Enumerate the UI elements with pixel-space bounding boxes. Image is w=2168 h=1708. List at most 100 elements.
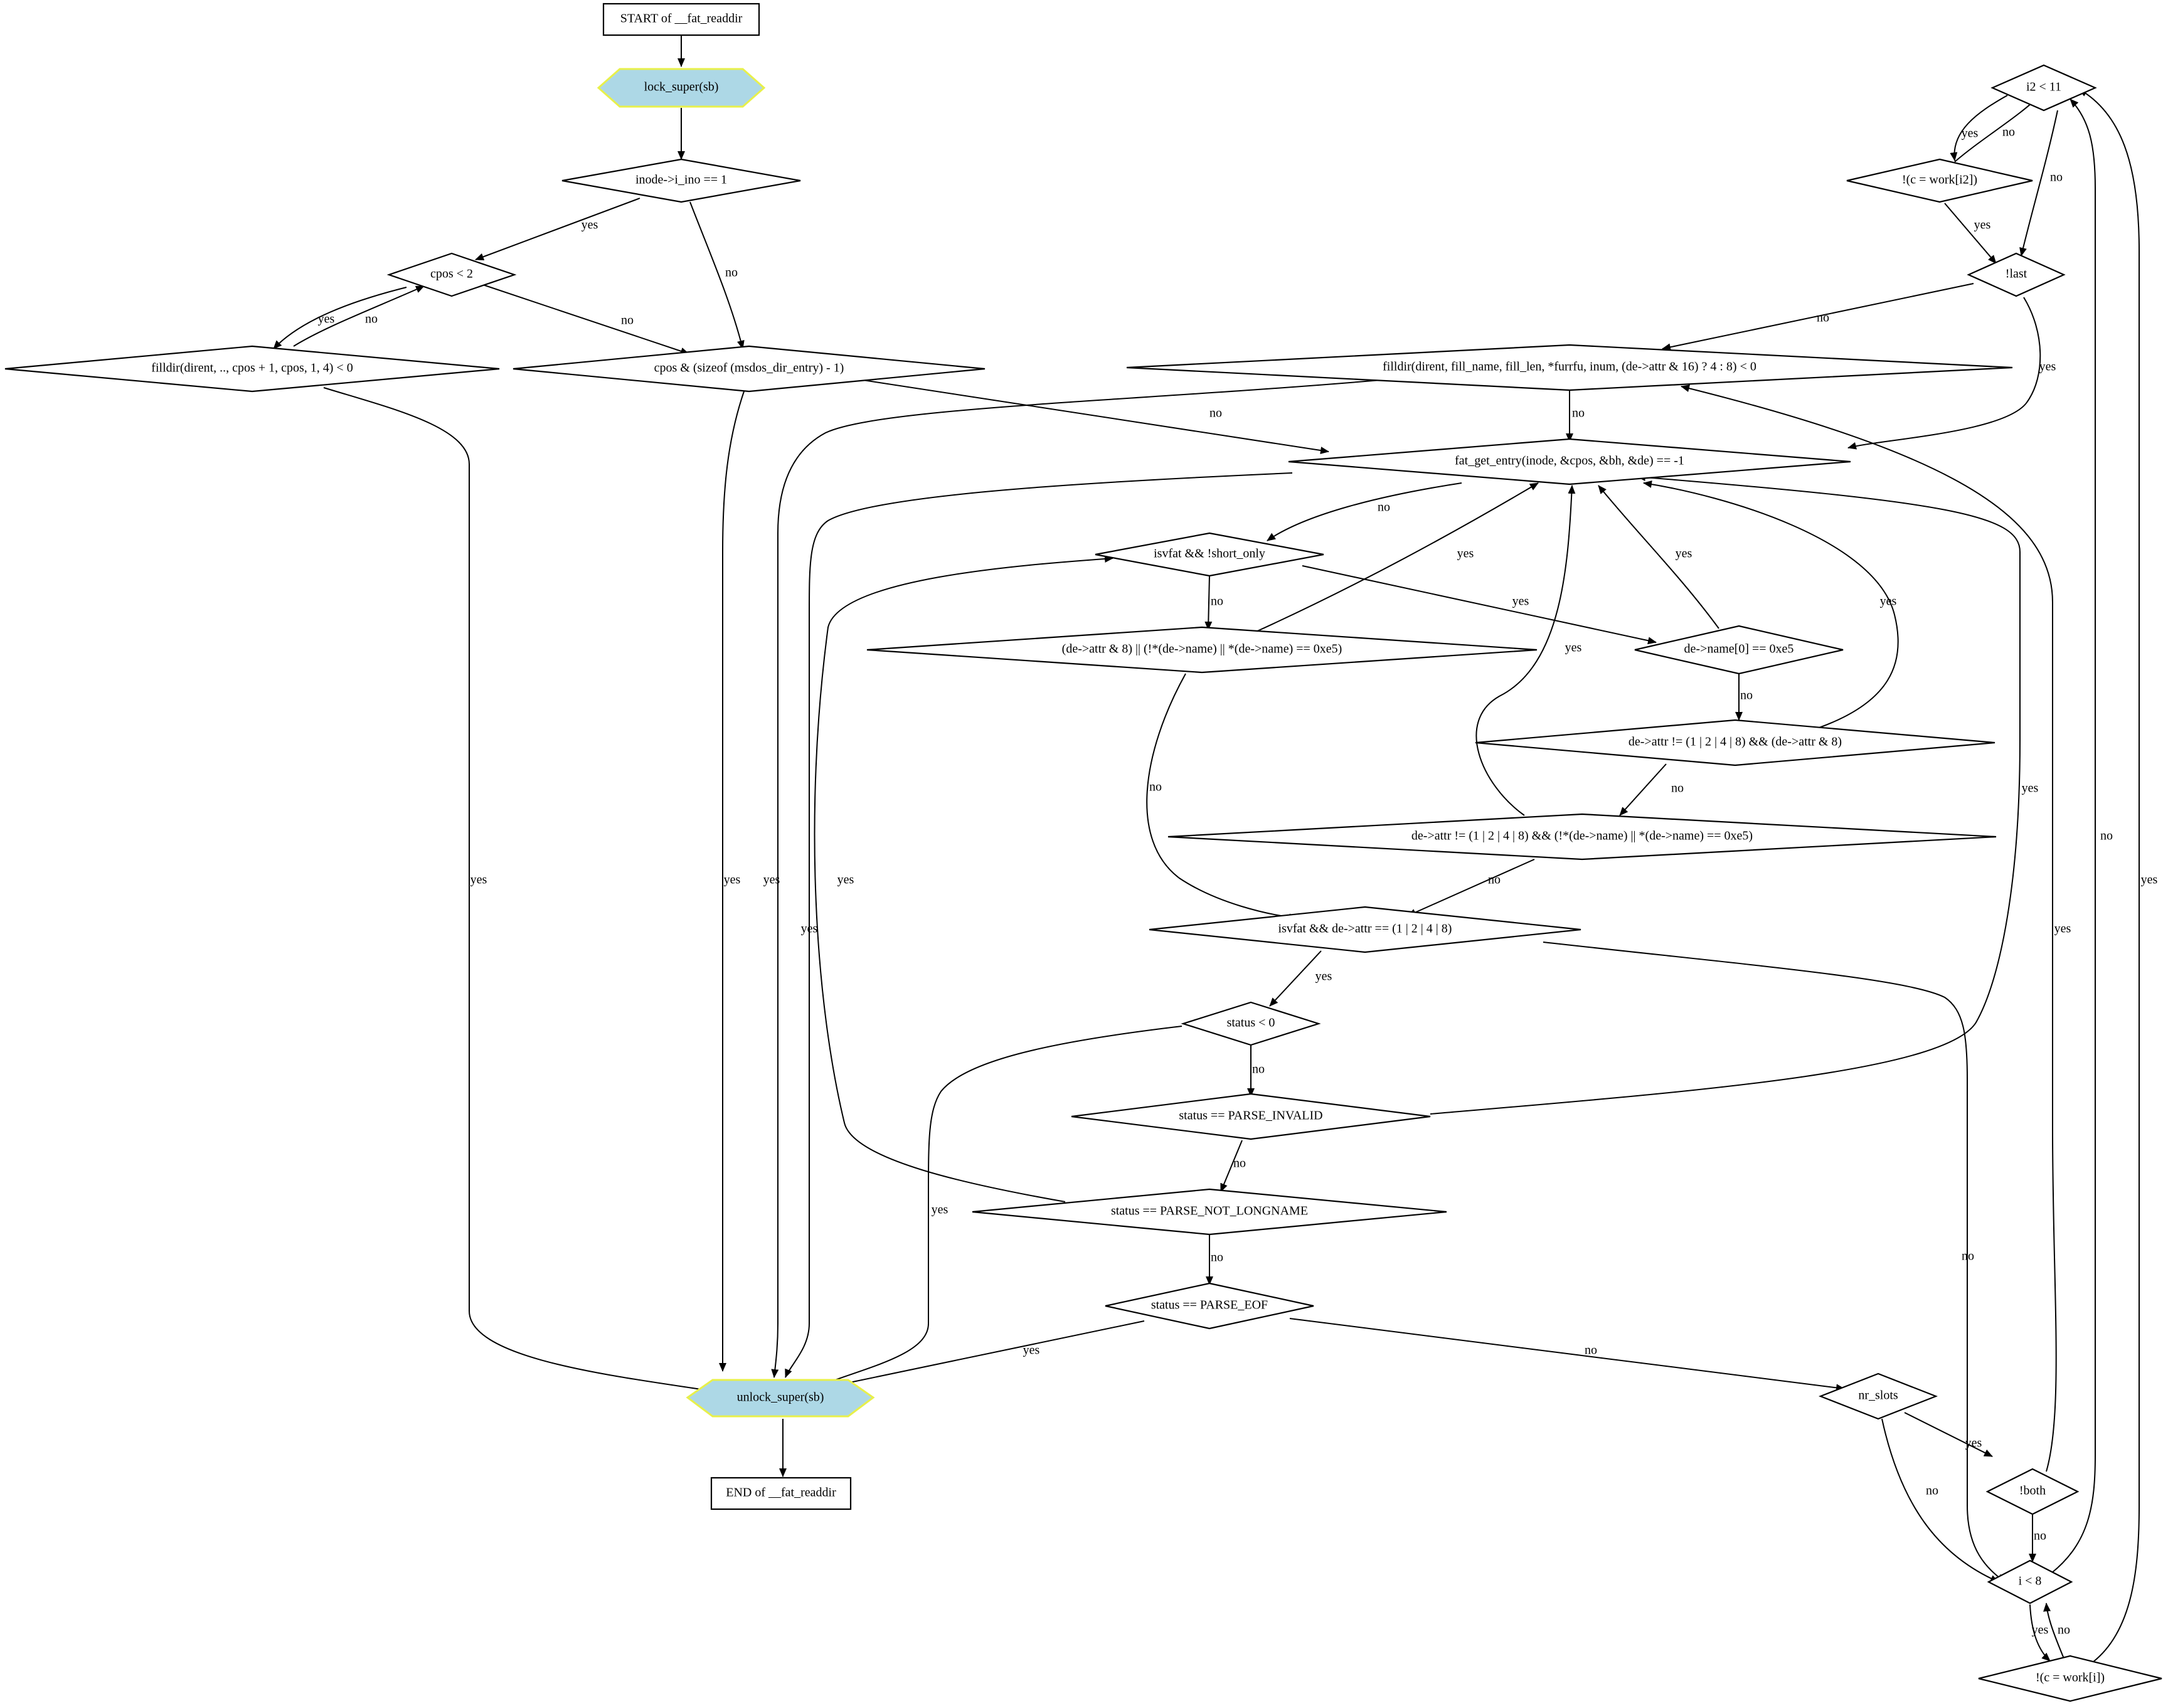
- edge-label-status0-unlock: yes: [932, 1203, 948, 1217]
- edge-ino-cpos2: [475, 198, 640, 261]
- node-isvfat-attr[interactable]: isvfat && de->attr == (1 | 2 | 4 | 8): [1149, 906, 1581, 953]
- node-parse-invalid-label: status == PARSE_INVALID: [1179, 1109, 1322, 1123]
- edge-label-isvfatattr-ilt8: no: [1962, 1249, 1974, 1263]
- node-parse-not-longname[interactable]: status == PARSE_NOT_LONGNAME: [972, 1188, 1447, 1236]
- edge-label-filldir1-cpos2: no: [365, 312, 378, 326]
- node-c-work-i2[interactable]: !(c = work[i2]): [1846, 158, 2033, 203]
- node-cpos-lt-2[interactable]: cpos < 2: [386, 252, 517, 297]
- node-filldir-fill[interactable]: filldir(dirent, fill_name, fill_len, *fu…: [1126, 344, 2013, 391]
- node-i2-lt-11[interactable]: i2 < 11: [1990, 64, 2097, 112]
- edge-isvfatattr-ilt8: [1543, 942, 2006, 1583]
- edge-cpos2-filldir1: [273, 287, 407, 349]
- node-attr-ne-1[interactable]: de->attr != (1 | 2 | 4 | 8) && (de->attr…: [1475, 719, 1995, 766]
- edge-attr8-getentry: [1254, 482, 1539, 633]
- edge-cposand-unlock: [719, 391, 745, 1372]
- node-status-lt-0[interactable]: status < 0: [1181, 1001, 1321, 1046]
- edge-label-ilt8-cworki: yes: [2032, 1623, 2049, 1637]
- node-start-label: START of __fat_readdir: [620, 12, 743, 26]
- edge-attrne1-getentry: [1643, 480, 1899, 728]
- node-parse-not-longname-label: status == PARSE_NOT_LONGNAME: [1111, 1204, 1308, 1218]
- edge-attrne2-isvfatattr: [1407, 859, 1535, 916]
- edge-label-cworki-ilt8: no: [2058, 1623, 2070, 1637]
- edge-label-attrne1-getentry: yes: [1880, 595, 1897, 608]
- edge-label-last-filldir2: no: [1817, 311, 1829, 325]
- edge-label-attrne1-attrne2: no: [1671, 782, 1684, 795]
- edge-label-nrslots-ilt8: no: [1926, 1484, 1938, 1498]
- node-not-last[interactable]: !last: [1967, 252, 2066, 297]
- edge-invalid-getentry: [1430, 474, 2021, 1115]
- node-attr-ne-2-label: de->attr != (1 | 2 | 4 | 8) && (!*(de->n…: [1411, 829, 1753, 843]
- node-attr8-name[interactable]: (de->attr & 8) || (!*(de->name) || *(de-…: [866, 626, 1538, 674]
- node-cpos-and[interactable]: cpos & (sizeof (msdos_dir_entry) - 1): [513, 345, 986, 393]
- edge-eof-nrslots: [1289, 1318, 1845, 1392]
- node-parse-eof[interactable]: status == PARSE_EOF: [1105, 1282, 1314, 1330]
- edge-label-isvfatattr-status0: yes: [1315, 970, 1332, 984]
- node-lock-super[interactable]: lock_super(sb): [597, 68, 766, 108]
- edge-label-last-getentry: yes: [2039, 360, 2056, 374]
- node-end[interactable]: END of __fat_readdir: [710, 1477, 852, 1510]
- node-isvfat-short-only[interactable]: isvfat && !short_only: [1095, 532, 1324, 577]
- node-parse-invalid[interactable]: status == PARSE_INVALID: [1071, 1093, 1431, 1140]
- edge-attrne2-getentry: [1475, 485, 1576, 816]
- edge-eof-unlock: [831, 1320, 1145, 1389]
- edge-getentry-isvfatshort: [1267, 482, 1462, 541]
- edge-invalid-notlong: [1220, 1140, 1243, 1192]
- node-cpos-lt-2-label: cpos < 2: [430, 267, 473, 281]
- node-attr-ne-2[interactable]: de->attr != (1 | 2 | 4 | 8) && (!*(de->n…: [1167, 813, 1997, 861]
- node-not-both[interactable]: !both: [1985, 1468, 2080, 1515]
- edge-both-filldir2: [1681, 385, 2057, 1472]
- node-nr-slots-label: nr_slots: [1858, 1389, 1898, 1403]
- edge-label-filldir1-unlock: yes: [470, 873, 487, 887]
- edge-last-filldir2: [1662, 283, 1974, 351]
- edge-label-notlong-isvfatshort: yes: [837, 873, 854, 887]
- node-unlock-super[interactable]: unlock_super(sb): [686, 1379, 875, 1418]
- edge-label-cposand-unlock: yes: [724, 873, 741, 887]
- edge-nrslots-ilt8: [1881, 1418, 1999, 1583]
- node-name0-e5[interactable]: de->name[0] == 0xe5: [1634, 625, 1844, 675]
- edge-attr8-isvfatattr: [1146, 673, 1298, 921]
- edge-label-invalid-getentry: yes: [2022, 782, 2039, 795]
- node-isvfat-attr-label: isvfat && de->attr == (1 | 2 | 4 | 8): [1278, 922, 1452, 936]
- edge-label-cpos2-cposand: no: [621, 314, 634, 327]
- edge-isvfatshort-name0: [1302, 565, 1657, 645]
- edge-getentry-unlock: [785, 472, 1293, 1378]
- edge-label-status0-invalid: no: [1252, 1063, 1265, 1076]
- edge-label-cworki-i2: yes: [2141, 873, 2158, 887]
- edge-label-eof-nrslots: no: [1585, 1344, 1597, 1357]
- edge-label-filldir2-unlock: yes: [763, 873, 780, 887]
- edge-ilt8-i2: [2051, 98, 2096, 1574]
- edge-i2-last: [2019, 110, 2058, 257]
- node-lock-super-label: lock_super(sb): [644, 80, 719, 94]
- edge-cpos2-cposand: [482, 284, 689, 355]
- node-c-work-i[interactable]: !(c = work[i]): [1978, 1655, 2162, 1702]
- node-not-last-label: !last: [2006, 267, 2027, 281]
- node-i-lt-8[interactable]: i < 8: [1987, 1559, 2073, 1605]
- node-attr8-name-label: (de->attr & 8) || (!*(de->name) || *(de-…: [1062, 642, 1342, 656]
- edge-label-getentry-isvfatshort: no: [1378, 501, 1390, 514]
- edge-attrne1-attrne2: [1619, 763, 1667, 816]
- node-nr-slots[interactable]: nr_slots: [1818, 1372, 1938, 1420]
- edge-nrslots-both: [1904, 1412, 1993, 1457]
- edge-label-ilt8-i2: no: [2100, 829, 2113, 843]
- node-i-lt-8-label: i < 8: [2019, 1574, 2042, 1588]
- edges: yes no yes no no yes yes no yes no no ye…: [273, 35, 2158, 1663]
- edge-isvfatshort-attr8: [1204, 575, 1213, 630]
- edge-last-getentry: [1847, 297, 2041, 450]
- node-start[interactable]: START of __fat_readdir: [602, 3, 760, 36]
- node-filldir-fill-label: filldir(dirent, fill_name, fill_len, *fu…: [1383, 360, 1756, 374]
- node-inode-ino[interactable]: inode->i_ino == 1: [561, 158, 801, 203]
- node-attr-ne-1-label: de->attr != (1 | 2 | 4 | 8) && (de->attr…: [1629, 735, 1842, 749]
- node-fat-get-entry[interactable]: fat_get_entry(inode, &cpos, &bh, &de) ==…: [1288, 438, 1851, 485]
- edge-label-i2-cworki2: yes: [1962, 127, 1979, 141]
- edge-cworki-i2: [2078, 88, 2140, 1663]
- edge-cposand-getentry: [863, 379, 1329, 454]
- node-filldir-dotdot[interactable]: filldir(dirent, .., cpos + 1, cpos, 1, 4…: [4, 345, 500, 393]
- edge-name0-getentry: [1598, 485, 1719, 629]
- node-isvfat-short-only-label: isvfat && !short_only: [1154, 547, 1265, 561]
- edge-label-cworki2-i2: no: [2002, 125, 2015, 139]
- node-c-work-i-label: !(c = work[i]): [2036, 1671, 2105, 1685]
- edge-filldir2-unlock: [771, 379, 1381, 1378]
- edge-label-attrne2-getentry: yes: [1565, 641, 1582, 655]
- edge-label-invalid-notlong: no: [1233, 1157, 1246, 1170]
